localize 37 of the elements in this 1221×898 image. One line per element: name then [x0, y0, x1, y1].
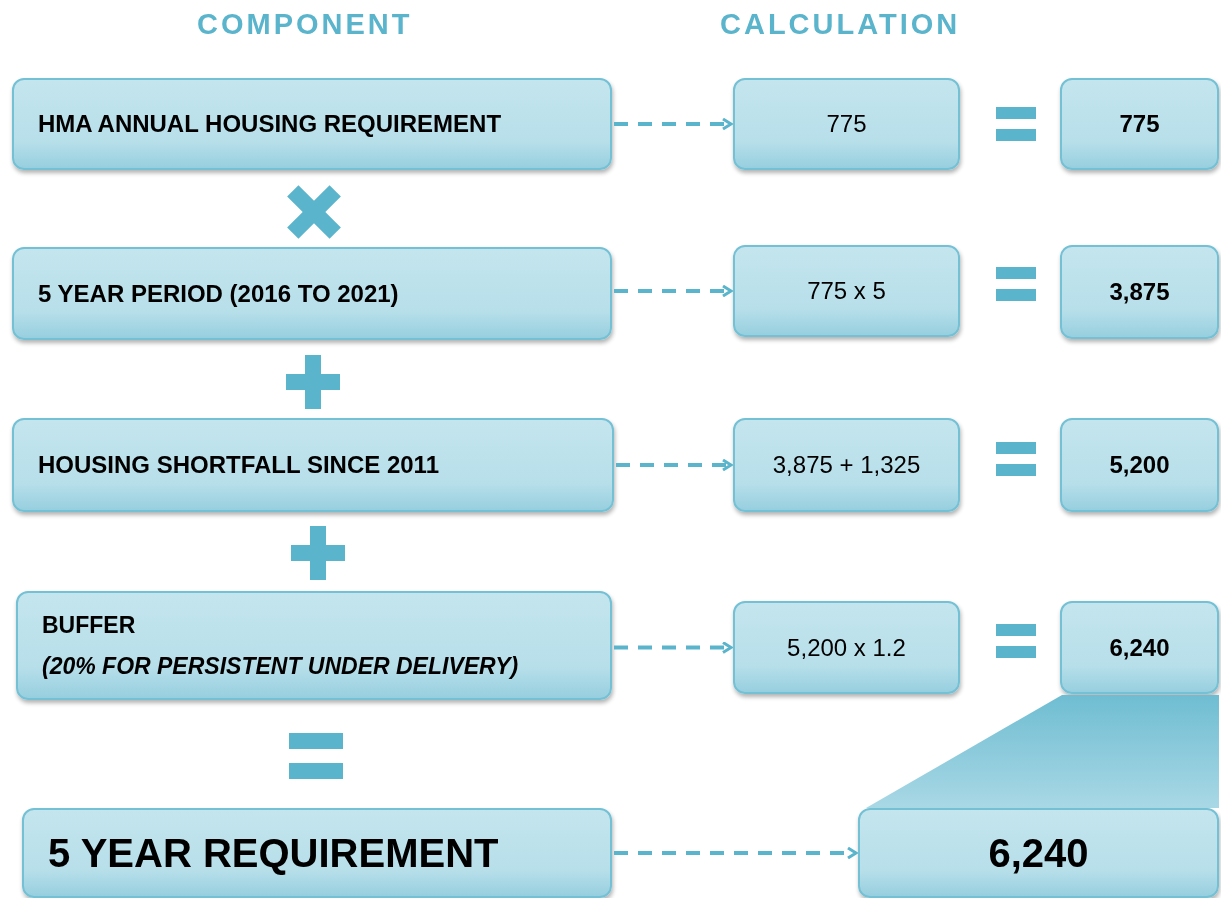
box-label: 775 x 5: [807, 277, 886, 305]
calculation-box: [733, 418, 960, 512]
result-box: [1060, 601, 1219, 694]
dashed-arrow: [614, 117, 733, 131]
calculation-box: [733, 78, 960, 170]
component-box: [16, 591, 612, 700]
box-label: 3,875 + 1,325: [772, 451, 921, 479]
box-label: 3,875: [1109, 278, 1170, 306]
result-box: [1060, 78, 1219, 170]
component-box: [12, 247, 612, 340]
column-heading: COMPONENT: [197, 8, 413, 41]
box-label: 5 YEAR REQUIREMENT: [48, 830, 499, 876]
component-box: [12, 78, 612, 170]
column-heading: CALCULATION: [720, 8, 961, 41]
box-label: 775: [826, 110, 867, 138]
dashed-arrow: [616, 458, 733, 472]
dashed-arrow: [614, 641, 733, 654]
calculation-box: [733, 601, 960, 694]
box-label: 775: [1119, 110, 1160, 138]
box-label: BUFFER: [42, 611, 136, 639]
dashed-arrow: [614, 284, 733, 298]
box-label: HMA ANNUAL HOUSING REQUIREMENT: [38, 110, 502, 138]
box-label: 6,240: [1109, 633, 1170, 662]
box-label: HOUSING SHORTFALL SINCE 2011: [38, 451, 439, 479]
component-box: [22, 808, 612, 898]
calculation-box: [733, 245, 960, 337]
box-label: 5,200 x 1.2: [787, 633, 906, 662]
box-note: (20% FOR PERSISTENT UNDER DELIVERY): [42, 652, 519, 680]
wedge-shape: [866, 695, 1219, 808]
result-box: [858, 808, 1219, 898]
result-box: [1060, 418, 1219, 512]
box-label: 5,200: [1109, 451, 1170, 479]
component-box: [12, 418, 614, 512]
box-label: 5 YEAR PERIOD (2016 TO 2021): [38, 279, 399, 308]
result-box: [1060, 245, 1219, 339]
box-label: 6,240: [988, 830, 1089, 876]
dashed-arrow: [614, 846, 858, 860]
